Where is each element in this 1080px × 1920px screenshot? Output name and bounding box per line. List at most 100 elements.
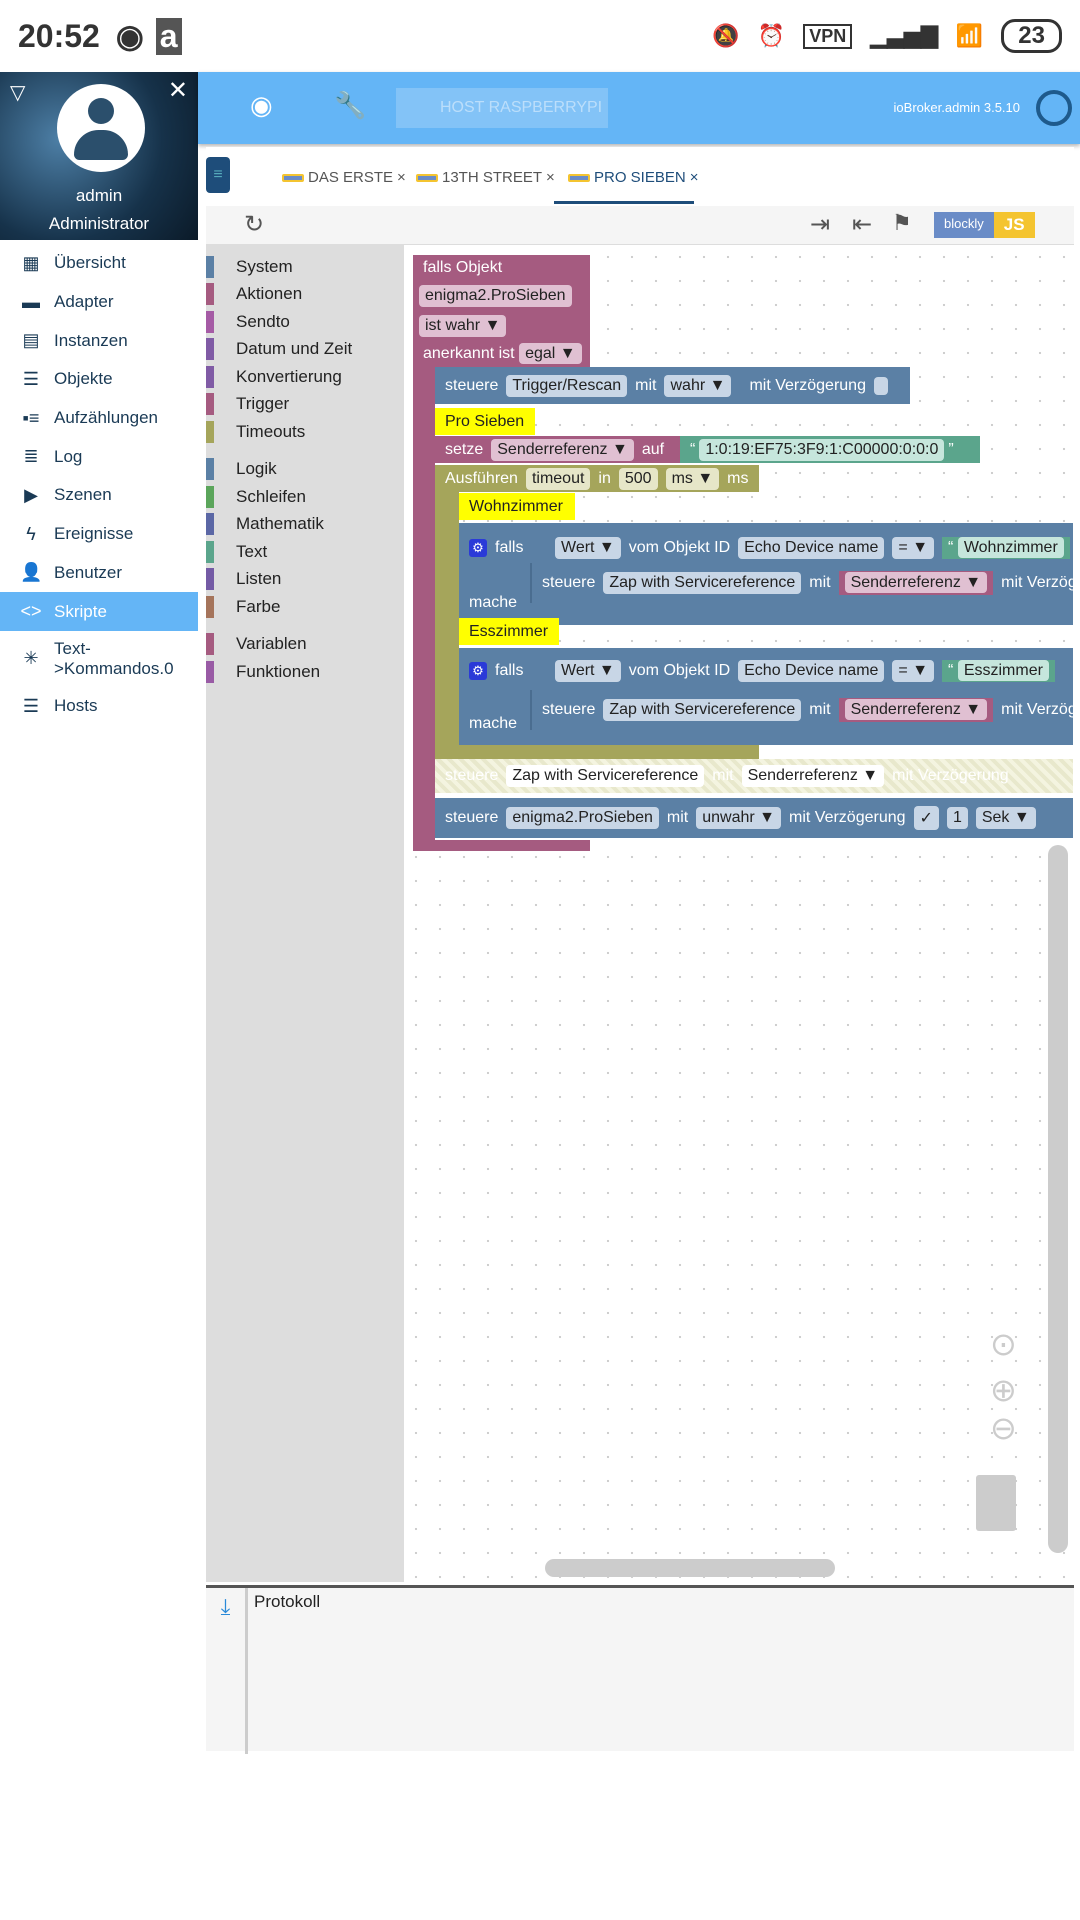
ack-dropdown[interactable]: egal ▼ xyxy=(519,343,582,364)
category-text[interactable]: Text xyxy=(206,538,404,566)
close-icon[interactable]: × xyxy=(689,169,699,186)
host-selector[interactable]: HOST RASPBERRYPI xyxy=(396,88,608,128)
user-icon: 👤 xyxy=(20,562,43,583)
sidebar-item-hosts[interactable]: ☰Hosts xyxy=(0,687,198,726)
user-role: Administrator xyxy=(48,214,150,233)
trigger-on-object-block[interactable]: falls Objekt enigma2.ProSieben ist wahr … xyxy=(413,255,590,367)
sidebar-item-instanzen[interactable]: ▤Instanzen xyxy=(0,321,198,360)
wrench-icon[interactable]: 🔧 xyxy=(334,90,367,120)
signal-icon: ▁▃▅▇ xyxy=(870,23,938,48)
battery-icon: 23 xyxy=(1001,19,1062,53)
code-icon: <> xyxy=(20,601,42,622)
category-timeouts[interactable]: Timeouts xyxy=(206,418,404,446)
blockly-js-toggle[interactable]: blockly JS xyxy=(934,212,1035,238)
gear-icon[interactable]: ⚙ xyxy=(469,538,487,557)
blockly-icon xyxy=(568,173,590,182)
sidebar-item-szenen[interactable]: ▶Szenen xyxy=(0,476,198,515)
amazon-icon: a xyxy=(155,17,182,55)
tab-13th-street[interactable]: 13TH STREET× xyxy=(416,169,555,186)
category-variablen[interactable]: Variablen xyxy=(206,631,404,659)
trash-icon[interactable] xyxy=(976,1475,1016,1531)
sidebar-item-uebersicht[interactable]: ▦Übersicht xyxy=(0,244,198,283)
store-icon: ▬ xyxy=(22,291,40,312)
sidebar-item-objekte[interactable]: ☰Objekte xyxy=(0,360,198,399)
sidebar-item-adapter[interactable]: ▬Adapter xyxy=(22,291,114,312)
close-icon[interactable]: × xyxy=(397,169,406,186)
instances-icon: ▤ xyxy=(22,330,40,351)
wifi-icon: 📶 xyxy=(955,23,984,48)
blockly-icon xyxy=(282,173,304,182)
category-system[interactable]: System xyxy=(206,253,404,281)
refresh-icon[interactable]: ↻ xyxy=(244,211,265,238)
category-mathematik[interactable]: Mathematik xyxy=(206,511,404,539)
blockly-workspace[interactable]: falls Objekt enigma2.ProSieben ist wahr … xyxy=(404,245,1073,1582)
comment-block[interactable]: Pro Sieben xyxy=(435,408,535,435)
tab-das-erste[interactable]: DAS ERSTE× xyxy=(282,169,406,186)
timeout-bottom xyxy=(435,745,759,759)
dropdown-triangle-icon[interactable]: ▽ xyxy=(10,82,26,104)
close-icon[interactable]: ✕ xyxy=(167,77,188,104)
app-header: ◉ 🔧 HOST RASPBERRYPI ioBroker.admin 3.5.… xyxy=(198,72,1080,144)
export-icon[interactable]: ⇥ xyxy=(810,211,831,238)
timeout-c-bar xyxy=(435,465,459,759)
list-icon: ☰ xyxy=(22,368,40,389)
sidebar-item-aufzaehlungen[interactable]: ▪≡Aufzählungen xyxy=(0,399,198,438)
category-sendto[interactable]: Sendto xyxy=(206,308,404,336)
category-logik[interactable]: Logik xyxy=(206,456,404,484)
zoom-in-icon[interactable]: ⊕ xyxy=(990,1372,1017,1408)
sidebar-item-skripte[interactable]: <>Skripte xyxy=(0,592,198,631)
object-id-field[interactable]: enigma2.ProSieben xyxy=(419,285,572,307)
vertical-scrollbar[interactable] xyxy=(1048,845,1068,1553)
sidebar-item-benutzer[interactable]: 👤Benutzer xyxy=(20,562,123,583)
clock: 20:52 xyxy=(18,17,100,54)
category-funktionen[interactable]: Funktionen xyxy=(206,658,404,686)
menu-icon[interactable]: ≡ xyxy=(206,157,230,193)
text-block[interactable]: “1:0:19:EF75:3F9:1:C00000:0:0:0” xyxy=(680,436,980,463)
value-dropdown[interactable]: wahr ▼ xyxy=(664,374,732,397)
tab-pro-sieben[interactable]: PRO SIEBEN× xyxy=(568,169,698,186)
close-icon[interactable]: × xyxy=(546,169,555,186)
delay-checkbox[interactable] xyxy=(873,376,888,395)
block-c-bar xyxy=(413,365,435,851)
zoom-out-icon[interactable]: ⊖ xyxy=(990,1410,1017,1446)
sidebar-item-text-kommandos[interactable]: ✳Text->Kommandos.0 xyxy=(0,631,198,687)
sidebar: ▽ ✕ admin Administrator ▦Übersicht ▬Adap… xyxy=(0,72,198,1752)
script-tabs: ≡ DAS ERSTE× 13TH STREET× PRO SIEBEN× xyxy=(206,147,1074,205)
category-listen[interactable]: Listen xyxy=(206,566,404,594)
avatar xyxy=(57,84,145,172)
alarm-icon: ⏰ xyxy=(757,23,786,48)
eye-icon[interactable]: ◉ xyxy=(250,90,273,120)
download-icon[interactable]: ⤓ xyxy=(206,1588,248,1754)
condition-dropdown[interactable]: ist wahr ▼ xyxy=(419,315,507,337)
gear-icon[interactable]: ⚙ xyxy=(469,662,487,681)
editor-toolbar: ↻ ⇥ ⇤ ⚑ blockly JS xyxy=(206,206,1074,245)
horizontal-scrollbar[interactable] xyxy=(545,1559,835,1577)
active-tab-indicator xyxy=(554,201,694,204)
blockly-icon xyxy=(416,173,438,182)
scenes-icon: ▶ xyxy=(24,484,38,505)
category-schleifen[interactable]: Schleifen xyxy=(206,483,404,511)
category-trigger[interactable]: Trigger xyxy=(206,391,404,419)
recenter-icon[interactable]: ⊙ xyxy=(990,1326,1017,1362)
category-datum-zeit[interactable]: Datum und Zeit xyxy=(206,336,404,364)
sidebar-item-log[interactable]: ≣Log xyxy=(0,437,198,476)
category-aktionen[interactable]: Aktionen xyxy=(206,281,404,309)
flag-icon[interactable]: ⚑ xyxy=(892,210,912,235)
category-konvertierung[interactable]: Konvertierung xyxy=(206,363,404,391)
enum-icon: ▪≡ xyxy=(22,407,40,428)
log-icon: ≣ xyxy=(23,446,39,467)
delay-checkbox[interactable]: ✓ xyxy=(913,806,939,830)
category-farbe[interactable]: Farbe xyxy=(206,593,404,621)
comment-block[interactable]: Wohnzimmer xyxy=(459,493,575,520)
record-icon: ◉ xyxy=(115,18,144,54)
comment-block[interactable]: Esszimmer xyxy=(459,618,559,645)
import-icon[interactable]: ⇤ xyxy=(852,211,873,238)
